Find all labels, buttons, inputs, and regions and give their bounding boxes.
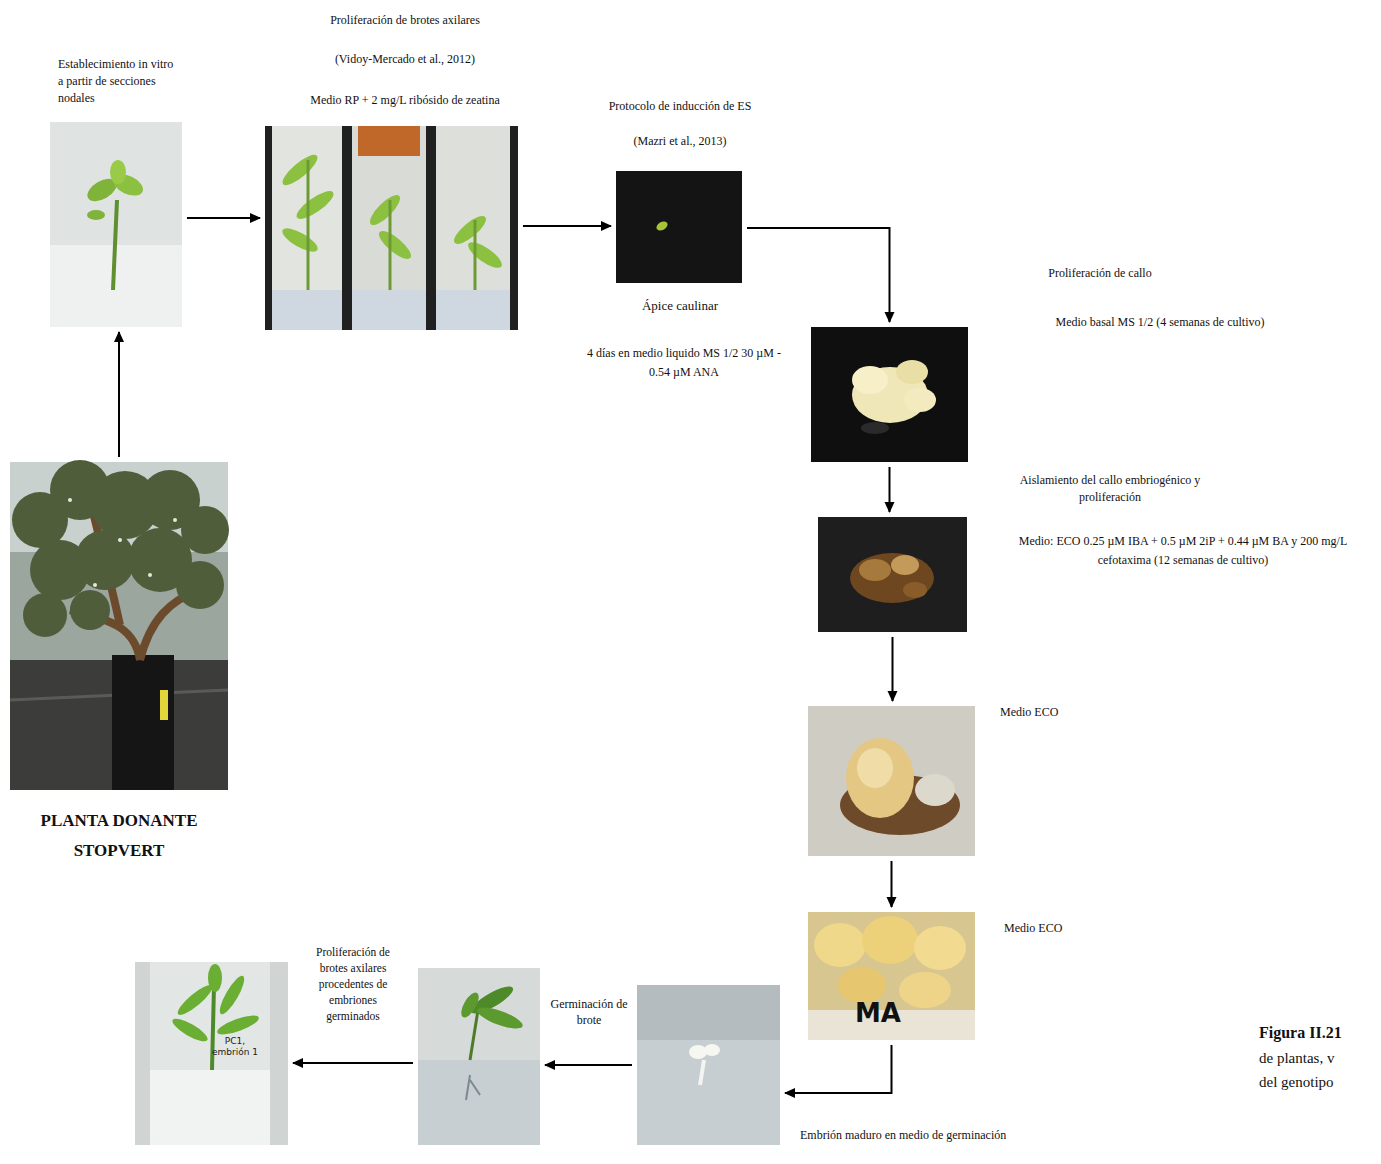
flow-arrow <box>523 225 611 227</box>
photo-step: Proliferación de calloMedio basal MS 1/2… <box>811 327 968 462</box>
step-label: Establecimiento in vitro a partir de sec… <box>58 56 176 107</box>
step-label: Medio ECO <box>1004 920 1114 937</box>
step-label: PLANTA DONANTE STOPVERT <box>10 806 228 866</box>
step-label: Proliferación de brotes axilares procede… <box>303 944 403 1024</box>
embryo-cluster-photo <box>808 706 975 856</box>
photo-step: Proliferación de brotes axilares(Vidoy-M… <box>265 126 518 330</box>
step-label: Proliferación de brotes axilares <box>260 12 550 29</box>
photo-step: Embrión maduro en medio de germinación <box>637 985 780 1145</box>
step-label: Embrión maduro en medio de germinación <box>800 1127 1100 1144</box>
step-label: (Mazri et al., 2013) <box>565 133 795 150</box>
embryogenic-callus-photo <box>818 517 967 632</box>
apex-photo <box>616 171 742 283</box>
flow-arrow <box>118 332 120 457</box>
step-label: Ápice caulinar <box>600 297 760 314</box>
step-label: 4 días en medio liquido MS 1/2 30 µM - 0… <box>584 344 784 382</box>
step-label: (Vidoy-Mercado et al., 2012) <box>260 51 550 68</box>
flow-arrow <box>785 1045 892 1093</box>
step-label: Medio ECO <box>1000 704 1110 721</box>
callus-photo <box>811 327 968 462</box>
photo-step: Medio ECO <box>808 706 975 856</box>
donor-plant-photo <box>10 460 229 790</box>
caption-fragment: Figura II.21 <box>1259 1022 1377 1044</box>
step-label: Medio RP + 2 mg/L ribósido de zeatina <box>240 92 570 109</box>
photo-step: Proliferación de brotes axilares procede… <box>135 962 288 1145</box>
flow-arrow <box>545 1064 632 1066</box>
tube-handwriting: PC1, embrión 1 <box>205 1036 265 1058</box>
caption-fragment: del genotipo <box>1259 1071 1377 1093</box>
flow-arrow <box>747 228 890 322</box>
step-label: Medio: ECO 0.25 µM IBA + 0.5 µM 2iP + 0.… <box>992 532 1374 570</box>
mature-embryos-photo <box>808 912 975 1040</box>
germinating-embryo-photo <box>637 985 780 1145</box>
photo-step: Establecimiento in vitro a partir de sec… <box>50 122 182 327</box>
photo-step: Aislamiento del callo embriogénico y pro… <box>818 517 967 632</box>
shoot-tubes-photo <box>265 126 518 330</box>
shoot-germination-photo <box>418 968 540 1145</box>
photo-step: Protocolo de inducción de ES(Mazri et al… <box>616 171 742 283</box>
photo-step: Germinación de brote <box>418 968 540 1145</box>
step-label: Aislamiento del callo embriogénico y pro… <box>1010 472 1210 506</box>
step-label: Germinación de brote <box>542 996 636 1028</box>
flow-arrow <box>892 637 894 701</box>
caption-fragment: de plantas, v <box>1259 1047 1377 1069</box>
embryo-shoot-tube-photo <box>135 962 288 1145</box>
photo-step: PLANTA DONANTE STOPVERT <box>10 462 228 790</box>
flow-arrow <box>891 861 893 907</box>
step-label: Protocolo de inducción de ES <box>565 98 795 115</box>
flow-arrow <box>187 217 260 219</box>
nodal-section-photo <box>50 122 182 327</box>
step-label: Proliferación de callo <box>1005 265 1195 282</box>
flow-arrow <box>293 1062 413 1064</box>
step-label: Medio basal MS 1/2 (4 semanas de cultivo… <box>1000 314 1320 331</box>
tube-handwriting: MA <box>848 998 908 1028</box>
flow-arrow <box>889 467 891 512</box>
